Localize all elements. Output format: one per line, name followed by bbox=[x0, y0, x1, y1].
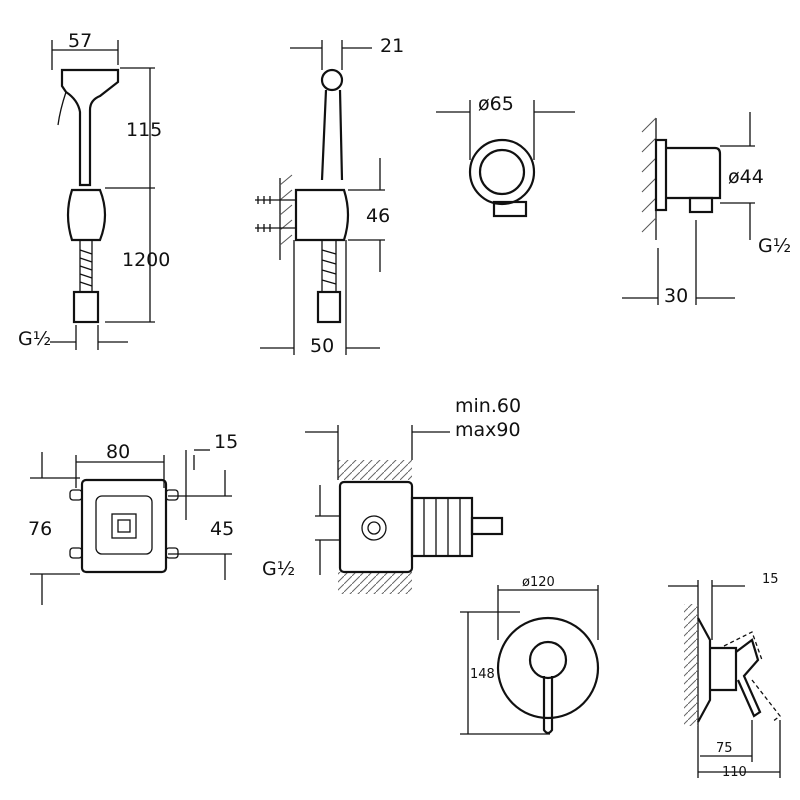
outlet-diameter-label: ø65 bbox=[478, 93, 514, 115]
handshower-side-view: 21 46 50 bbox=[255, 35, 404, 357]
cover-plate-front-view: ø120 148 bbox=[460, 575, 600, 735]
box-inner-height-label: 45 bbox=[210, 518, 234, 540]
holder-height-label: 46 bbox=[366, 205, 390, 227]
hose-length-label: 1200 bbox=[122, 249, 170, 271]
outlet-depth-label: 30 bbox=[664, 285, 688, 307]
box-thread-label: G½ bbox=[262, 558, 295, 580]
wall-outlet-front-view: ø65 bbox=[436, 93, 575, 218]
wall-outlet-side-view: ø44 G½ 30 bbox=[622, 112, 791, 307]
outlet-thread-label: G½ bbox=[758, 235, 791, 257]
handshower-width-label: 57 bbox=[68, 30, 92, 52]
min-depth-label: min.60 bbox=[455, 395, 521, 417]
box-offset-label: 15 bbox=[214, 431, 238, 453]
box-height-label: 76 bbox=[28, 518, 52, 540]
plate-depth-label: 15 bbox=[762, 572, 779, 587]
handle-depth-label: 75 bbox=[716, 741, 733, 756]
plate-height-label: 148 bbox=[470, 667, 495, 682]
outlet-side-diameter-label: ø44 bbox=[728, 166, 764, 188]
box-width-label: 80 bbox=[106, 441, 130, 463]
max-depth-label: max90 bbox=[455, 419, 521, 441]
total-depth-label: 110 bbox=[722, 765, 747, 780]
side-depth-label: 21 bbox=[380, 35, 404, 57]
concealed-box-front-view: 80 15 76 45 bbox=[28, 431, 238, 605]
cover-plate-side-view: 15 75 110 bbox=[668, 572, 781, 780]
projection-label: 50 bbox=[310, 335, 334, 357]
head-height-label: 115 bbox=[126, 119, 162, 141]
handshower-front-view: 57 115 1200 G½ bbox=[18, 30, 170, 350]
handshower-thread-label: G½ bbox=[18, 328, 51, 350]
plate-diameter-label: ø120 bbox=[522, 575, 555, 590]
concealed-box-side-view: min.60 max90 G½ bbox=[262, 395, 521, 594]
